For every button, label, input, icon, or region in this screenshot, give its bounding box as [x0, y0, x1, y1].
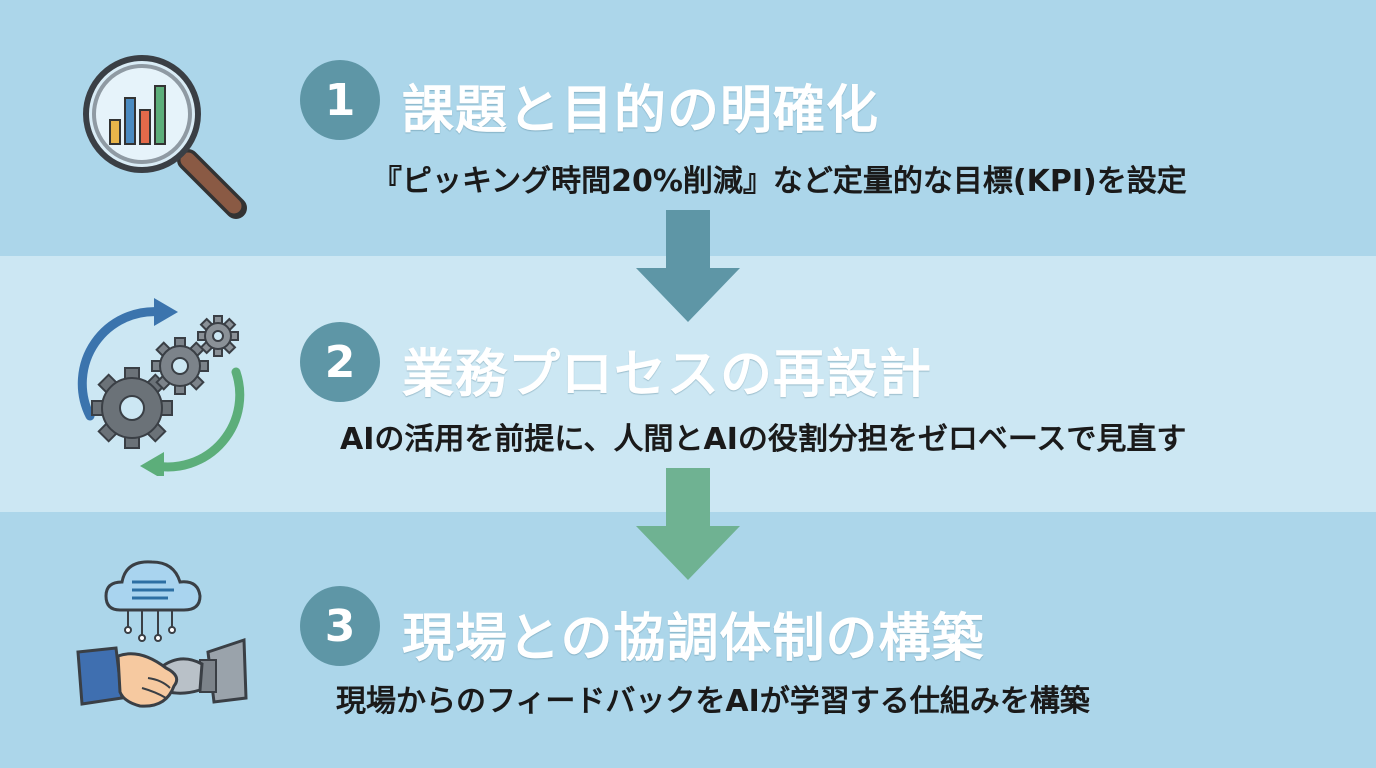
step-2-number: 2 — [300, 322, 380, 402]
step-2-title: 業務プロセスの再設計 — [402, 345, 933, 405]
down-arrow-icon — [636, 210, 740, 322]
step-2-description: AIの活用を前提に、人間とAIの役割分担をゼロベースで見直す — [340, 422, 1187, 457]
step-3-title: 現場との協調体制の構築 — [402, 609, 985, 669]
gears-cycle-icon — [70, 296, 250, 480]
step-3-description: 現場からのフィードバックをAIが学習する仕組みを構築 — [336, 684, 1090, 719]
step-1-number: 1 — [300, 60, 380, 140]
cloud-handshake-icon — [70, 552, 250, 732]
down-arrow-icon — [636, 468, 740, 580]
step-3-number: 3 — [300, 586, 380, 666]
step-1-title: 課題と目的の明確化 — [402, 81, 880, 141]
magnifier-chart-icon — [70, 42, 250, 222]
step-1-description: 『ピッキング時間20%削減』など定量的な目標(KPI)を設定 — [372, 164, 1187, 199]
